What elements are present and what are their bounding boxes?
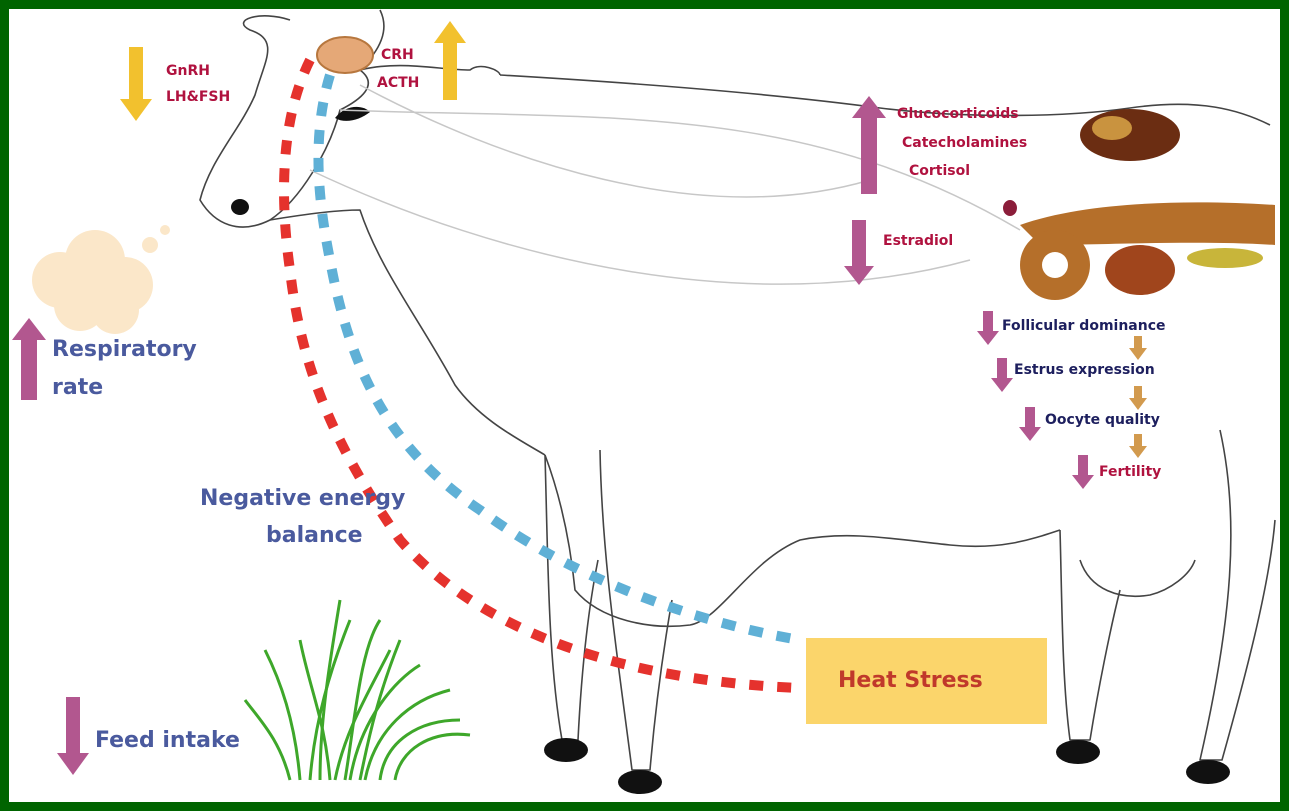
cow-hind-leg-1	[1060, 530, 1120, 740]
reproductive-tract-icon	[1003, 200, 1275, 300]
hoof-3	[1056, 740, 1100, 764]
crh-up-arrow	[434, 21, 466, 100]
cow-udder	[1080, 560, 1195, 596]
cow-front-leg-2	[600, 450, 672, 770]
estrus-down-arrow	[991, 358, 1013, 392]
estradiol-down-arrow	[844, 220, 874, 285]
fertility-down-arrow	[1072, 455, 1094, 489]
lh-fsh-label: LH&FSH	[166, 89, 230, 105]
glucocorticoids-label: Glucocorticoids	[897, 106, 1019, 122]
oocyte-down-arrow	[1019, 407, 1041, 441]
red-pathway	[284, 60, 800, 688]
breath-cloud-icon	[32, 225, 170, 334]
gnrh-label: GnRH	[166, 63, 210, 79]
cortisol-label: Cortisol	[909, 163, 970, 179]
cow-hind-leg-2	[1200, 430, 1275, 760]
diagram-canvas: GnRH LH&FSH CRH ACTH Glucocorticoids Cat…	[9, 9, 1280, 802]
estrus-expression-label: Estrus expression	[1014, 362, 1155, 378]
brain-icon	[317, 37, 373, 73]
respiratory-rate-label-line2: rate	[52, 375, 103, 400]
estradiol-label: Estradiol	[883, 233, 953, 249]
grass-icon	[245, 600, 470, 780]
flow-arrows	[1129, 336, 1147, 458]
cow-hooves	[544, 738, 1230, 794]
hoof-4	[1186, 760, 1230, 784]
negative-energy-label-line1: Negative energy	[200, 486, 405, 511]
fertility-label: Fertility	[1099, 464, 1161, 480]
cow-nostril	[231, 199, 249, 215]
follicular-dominance-label: Follicular dominance	[1002, 318, 1166, 334]
hoof-1	[544, 738, 588, 762]
heat-stress-label: Heat Stress	[838, 668, 983, 693]
blue-pathway	[318, 75, 800, 640]
crh-label: CRH	[381, 47, 414, 63]
cow-heat-stress-diagram	[9, 9, 1280, 802]
oocyte-quality-label: Oocyte quality	[1045, 412, 1160, 428]
kidney-icon	[1080, 109, 1180, 161]
acth-label: ACTH	[377, 75, 419, 91]
feed-intake-down-arrow	[57, 697, 89, 775]
hoof-2	[618, 770, 662, 794]
gnrh-down-arrow	[120, 47, 152, 121]
cow-belly-outline	[545, 455, 1060, 626]
catecholamines-label: Catecholamines	[902, 135, 1027, 151]
respiratory-up-arrow	[12, 318, 46, 400]
respiratory-rate-label-line1: Respiratory	[52, 337, 197, 362]
negative-energy-label-line2: balance	[266, 523, 363, 548]
cow-front-leg-1	[545, 455, 598, 740]
follicular-down-arrow	[977, 311, 999, 345]
cow-neck-outline	[270, 210, 545, 455]
feed-intake-label: Feed intake	[95, 728, 240, 753]
glucocorticoids-up-arrow	[852, 96, 886, 194]
